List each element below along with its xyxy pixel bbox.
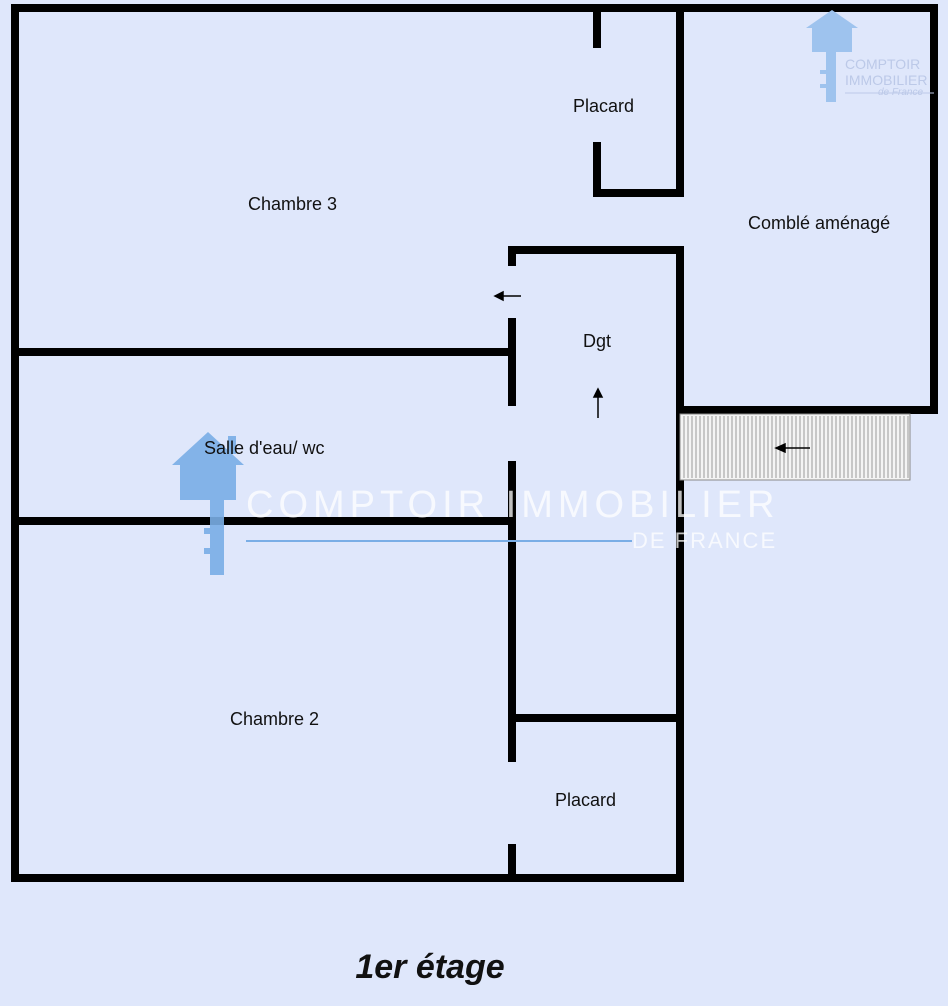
watermark-key-icon (172, 432, 244, 575)
room-label-chambre-3: Chambre 3 (248, 194, 338, 214)
floor-title: 1er étage (355, 948, 505, 986)
logo-line-3: de France (878, 87, 924, 98)
staircase (679, 413, 911, 481)
arrow-up-icon (592, 387, 604, 418)
logo-key-icon (806, 10, 858, 102)
logo-line-2: IMMOBILIER (845, 72, 928, 88)
room-label-dgt: Dgt (583, 331, 612, 351)
watermark-subtext: DE FRANCE (632, 528, 778, 553)
watermark-text: COMPTOIR IMMOBILIER (246, 484, 780, 526)
room-label-chambre-2: Chambre 2 (230, 709, 320, 729)
arrow-left-icon (493, 290, 521, 302)
room-label-placard-bottom: Placard (555, 790, 617, 810)
room-label-salle-eau: Salle d'eau/ wc (204, 438, 325, 458)
stair-arrow-left-icon (774, 442, 810, 454)
logo-line-1: COMPTOIR (845, 56, 921, 72)
room-label-placard-top: Placard (573, 96, 635, 116)
walls (11, 4, 938, 882)
room-label-comble: Comblé aménagé (748, 213, 891, 233)
